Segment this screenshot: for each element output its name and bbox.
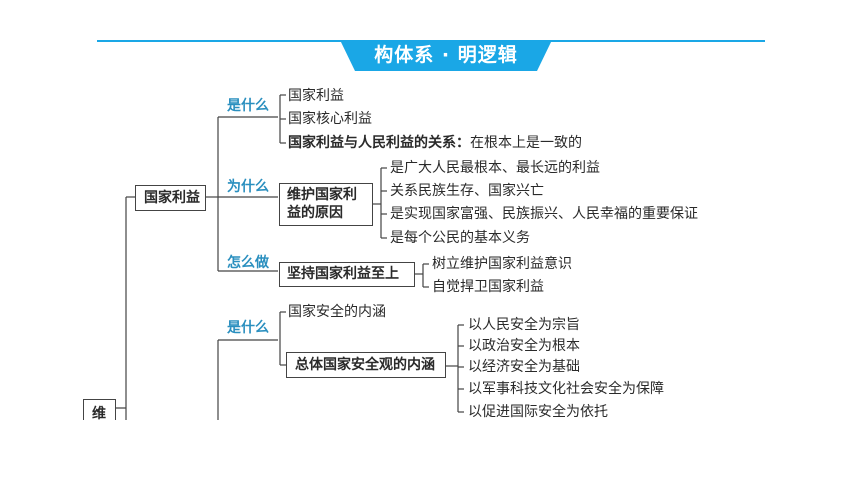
label-what: 是什么 bbox=[227, 98, 269, 114]
banner-shape bbox=[340, 40, 552, 71]
node-uphold-label: 坚持国家利益至上 bbox=[287, 266, 399, 282]
node-reason-line-2: 益的原因 bbox=[287, 205, 343, 221]
node-uphold: 坚持国家利益至上 bbox=[279, 262, 415, 287]
page-title: 构体系 · 明逻辑 bbox=[374, 44, 518, 66]
security-item-e: 以促进国际安全为依托 bbox=[468, 404, 608, 420]
node-national-interest-label: 国家利益 bbox=[144, 190, 200, 206]
what-item-relation: 国家利益与人民利益的关系：在根本上是一致的 bbox=[288, 134, 582, 152]
what-item-2: 国家核心利益 bbox=[288, 111, 372, 127]
node-holistic-security: 总体国家安全观的内涵 bbox=[286, 352, 446, 378]
node-reason: 维护国家利 益的原因 bbox=[279, 183, 373, 226]
why-item-1: 是广大人民最根本、最长远的利益 bbox=[390, 160, 600, 176]
how-item-2: 自觉捍卫国家利益 bbox=[432, 279, 544, 295]
why-item-3: 是实现国家富强、民族振兴、人民幸福的重要保证 bbox=[390, 206, 698, 222]
security-item-b: 以政治安全为根本 bbox=[468, 338, 580, 354]
relation-label: 国家利益与人民利益的关系： bbox=[288, 135, 470, 151]
node-reason-line-1: 维护国家利 bbox=[287, 187, 357, 203]
security-item-c: 以经济安全为基础 bbox=[468, 359, 580, 375]
why-item-4: 是每个公民的基本义务 bbox=[390, 230, 530, 246]
node-national-interest: 国家利益 bbox=[135, 185, 206, 211]
why-item-2: 关系民族生存、国家兴亡 bbox=[390, 183, 544, 199]
relation-text: 在根本上是一致的 bbox=[470, 135, 582, 151]
node-holistic-security-label: 总体国家安全观的内涵 bbox=[295, 357, 435, 373]
label-why: 为什么 bbox=[227, 179, 269, 195]
header-banner: 构体系 · 明逻辑 bbox=[340, 40, 552, 71]
how-item-1: 树立维护国家利益意识 bbox=[432, 256, 572, 272]
node-root-label: 维 bbox=[92, 406, 106, 422]
what-item-1: 国家利益 bbox=[288, 88, 344, 104]
crop-mask bbox=[0, 420, 860, 486]
label-what-2: 是什么 bbox=[227, 320, 269, 336]
security-item-d: 以军事科技文化社会安全为保障 bbox=[468, 381, 664, 397]
security-item-1: 国家安全的内涵 bbox=[288, 304, 386, 320]
label-how: 怎么做 bbox=[227, 255, 269, 271]
security-item-a: 以人民安全为宗旨 bbox=[468, 317, 580, 333]
